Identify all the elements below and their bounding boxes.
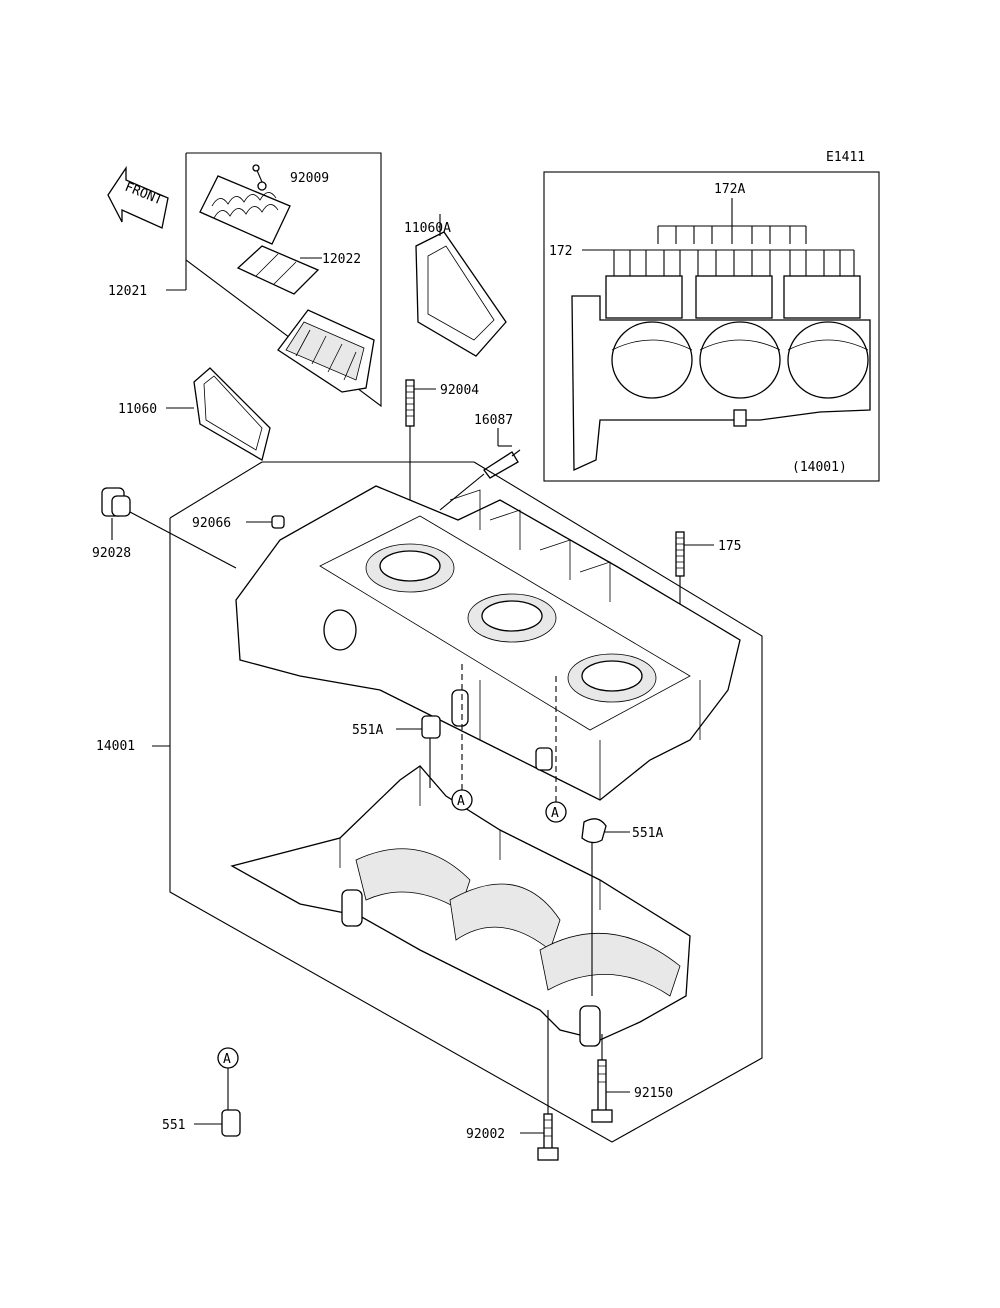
- diagram-code: E1411: [826, 150, 865, 165]
- label-14001: 14001: [96, 739, 135, 754]
- sensor-16087: [439, 428, 521, 511]
- label-11060a: 11060A: [404, 221, 451, 236]
- reed-valve-kit-box: [166, 152, 382, 408]
- label-11060: 11060: [118, 402, 157, 417]
- callout-a-3: A: [217, 1047, 239, 1110]
- label-16087: 16087: [474, 413, 513, 428]
- callout-a-1: A: [451, 664, 473, 811]
- reed-block: [277, 309, 375, 393]
- reed-stopper-plate: [199, 164, 291, 245]
- label-92009: 92009: [290, 171, 329, 186]
- callout-a-2: A: [545, 676, 567, 823]
- label-551: 551: [162, 1118, 185, 1133]
- label-92004: 92004: [440, 383, 479, 398]
- label-92066: 92066: [192, 516, 231, 531]
- stud-92004: [405, 379, 436, 520]
- label-12022: 12022: [322, 252, 361, 267]
- svg-text:A: A: [223, 1052, 231, 1067]
- label-92002: 92002: [466, 1127, 505, 1142]
- crankcase-assembly-outline: [152, 461, 763, 1143]
- label-175: 175: [718, 539, 741, 554]
- front-arrow-icon: FRONT: [107, 165, 169, 229]
- plug-92066: [246, 515, 285, 529]
- upper-crankcase: [235, 485, 741, 801]
- bolt-92002: [520, 1010, 559, 1161]
- lower-crankcase: [230, 765, 691, 1047]
- label-172: 172: [549, 244, 572, 259]
- label-551a-top: 551A: [352, 723, 383, 738]
- label-12021: 12021: [108, 284, 147, 299]
- label-92150: 92150: [634, 1086, 673, 1101]
- stud-175: [675, 531, 714, 680]
- dowel-551a-top: [396, 715, 441, 788]
- label-92028: 92028: [92, 546, 131, 561]
- plug-92028: [101, 487, 237, 569]
- reed-petals: [236, 245, 320, 295]
- label-551a-right: 551A: [632, 826, 663, 841]
- bolt-92150: [591, 1034, 630, 1123]
- svg-text:A: A: [457, 794, 465, 809]
- label-14001-inset: (14001): [792, 460, 847, 475]
- label-172a: 172A: [714, 182, 745, 197]
- gasket-11060a: [415, 214, 507, 357]
- gasket-11060: [166, 367, 271, 461]
- dowel-551: [194, 1109, 241, 1137]
- dowel-551a-right: [581, 818, 630, 996]
- svg-text:A: A: [551, 806, 559, 821]
- inset-box: [543, 171, 880, 482]
